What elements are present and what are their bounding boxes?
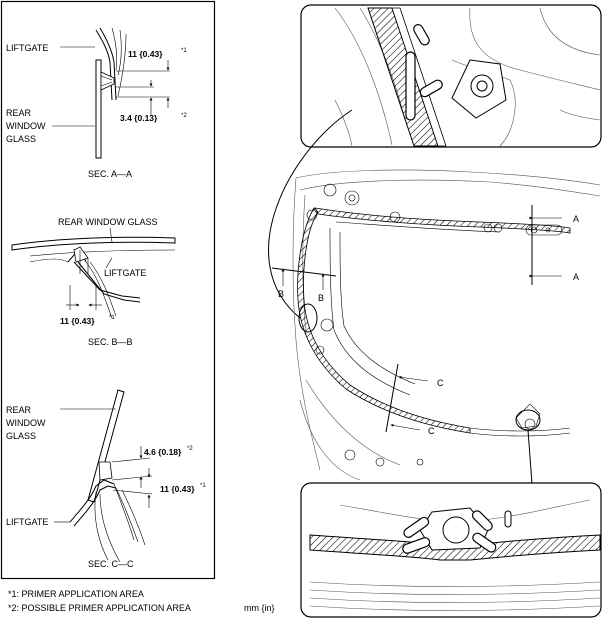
- bottom-detail-callout: [300, 482, 602, 618]
- footnote-primer-area: *1: PRIMER APPLICATION AREA: [8, 589, 144, 599]
- sec-a-dim1-note: *1: [181, 48, 187, 54]
- sec-c-dim2-note: *2: [187, 446, 193, 452]
- sec-b-dim1: 11 {0.43}: [60, 316, 95, 326]
- sec-b-title: SEC. B—B: [88, 337, 133, 347]
- sec-b-liftgate-label: LIFTGATE: [104, 268, 146, 278]
- sec-c-dim1: 11 {0.43}: [160, 484, 195, 494]
- marker-c-top: C: [437, 378, 444, 388]
- sec-a-dim2: 3.4 {0.13}: [120, 113, 158, 123]
- sec-a-glass-label-line1: REAR: [6, 108, 32, 118]
- sec-b-dim1-note: *1: [109, 315, 115, 321]
- marker-b-right: B: [318, 293, 324, 303]
- sec-a-glass-label-line2: WINDOW: [6, 121, 46, 131]
- sec-a-dim1: 11 {0.43}: [128, 49, 163, 59]
- section-b-b-drawing: [11, 227, 176, 319]
- units-label: mm {in}: [244, 603, 275, 613]
- sec-a-dim2-note: *2: [181, 113, 187, 119]
- sec-c-glass-label-line1: REAR: [6, 405, 32, 415]
- section-cut-markers: [271, 205, 562, 433]
- footnote-possible-primer-area: *2: POSSIBLE PRIMER APPLICATION AREA: [8, 603, 191, 613]
- sec-c-liftgate-label: LIFTGATE: [6, 517, 48, 527]
- top-detail-callout: [300, 4, 602, 148]
- section-c-c-drawing: [54, 389, 153, 563]
- sec-c-dim2: 4.6 {0.18}: [144, 447, 182, 457]
- sec-c-glass-label-line3: GLASS: [6, 431, 36, 441]
- sec-a-title: SEC. A—A: [88, 169, 132, 179]
- marker-b-left: B: [278, 289, 284, 299]
- top-callout-leader: [268, 109, 353, 319]
- section-a-a-drawing: [52, 27, 170, 159]
- sec-a-glass-label-line3: GLASS: [6, 134, 36, 144]
- sec-c-title: SEC. C—C: [88, 559, 134, 569]
- marker-c-bottom: C: [428, 426, 435, 436]
- liftgate-main-view: [292, 169, 601, 481]
- marker-a-top: A: [573, 214, 579, 224]
- sections-panel-frame: [0, 0, 216, 580]
- sec-a-liftgate-label: LIFTGATE: [6, 43, 48, 53]
- sec-b-glass-label: REAR WINDOW GLASS: [58, 217, 158, 227]
- sec-c-dim1-note: *1: [200, 483, 206, 489]
- marker-a-bottom: A: [573, 272, 579, 282]
- sec-c-glass-label-line2: WINDOW: [6, 418, 46, 428]
- bottom-callout-leader: [527, 429, 533, 485]
